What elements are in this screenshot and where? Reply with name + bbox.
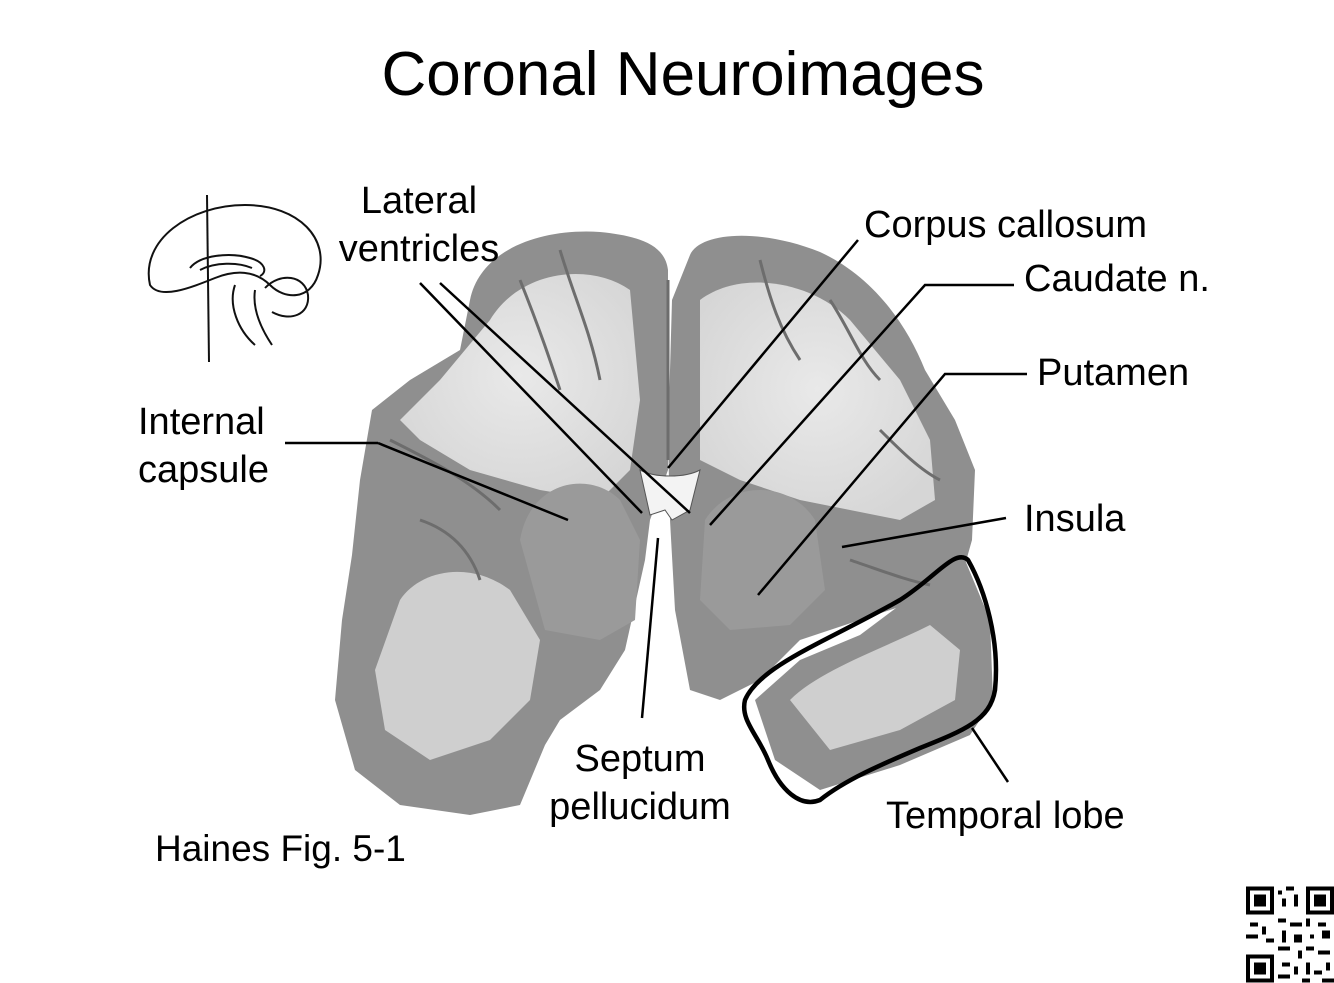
- label-lateral-ventricles: Lateral ventricles: [328, 177, 510, 273]
- label-temporal-lobe: Temporal lobe: [886, 792, 1125, 840]
- label-lateral-ventricles-line1: Lateral: [328, 177, 510, 225]
- label-caudate: Caudate n.: [1024, 255, 1210, 303]
- label-internal-capsule-line1: Internal: [138, 398, 269, 446]
- label-septum-pellucidum: Septum pellucidum: [535, 735, 745, 831]
- label-septum-pellucidum-line1: Septum: [535, 735, 745, 783]
- label-putamen: Putamen: [1037, 349, 1189, 397]
- label-septum-pellucidum-line2: pellucidum: [535, 783, 745, 831]
- figure-citation: Haines Fig. 5-1: [155, 826, 406, 872]
- label-corpus-callosum: Corpus callosum: [864, 201, 1147, 249]
- label-internal-capsule: Internal capsule: [138, 398, 269, 494]
- label-internal-capsule-line2: capsule: [138, 446, 269, 494]
- label-insula: Insula: [1024, 495, 1125, 543]
- qr-code[interactable]: [1246, 886, 1334, 983]
- label-lateral-ventricles-line2: ventricles: [328, 225, 510, 273]
- sagittal-inset-sketch: [149, 195, 321, 362]
